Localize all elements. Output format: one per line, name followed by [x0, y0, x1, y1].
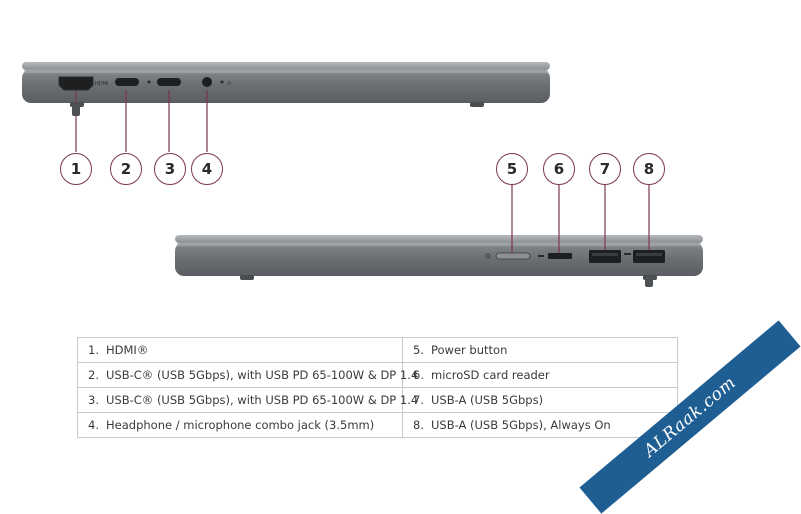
callout-7: 7 — [589, 153, 621, 185]
callout-3: 3 — [154, 153, 186, 185]
port-label: USB-C® (USB 5Gbps), with USB PD 65-100W … — [106, 368, 419, 382]
port-label: microSD card reader — [431, 368, 550, 382]
callout-1: 1 — [60, 153, 92, 185]
table-cell: 4.Headphone / microphone combo jack (3.5… — [77, 412, 403, 438]
port-label: USB-C® (USB 5Gbps), with USB PD 65-100W … — [106, 393, 419, 407]
laptop-side-views: HDMI ∩ — [22, 62, 703, 287]
table-row: 4.Headphone / microphone combo jack (3.5… — [77, 412, 678, 438]
usb-a-port-1 — [589, 250, 621, 263]
port-label: USB-A (USB 5Gbps), Always On — [431, 418, 611, 432]
base-shell — [175, 242, 703, 276]
lid-edge — [22, 62, 550, 70]
table-cell: 8.USB-A (USB 5Gbps), Always On — [402, 412, 678, 438]
callout-6: 6 — [543, 153, 575, 185]
table-row: 3.USB-C® (USB 5Gbps), with USB PD 65-100… — [77, 387, 678, 413]
microsd-slot — [548, 253, 572, 259]
hdmi-marking: HDMI — [95, 81, 108, 87]
callout-5: 5 — [496, 153, 528, 185]
callout-2: 2 — [110, 153, 142, 185]
audio-jack — [202, 77, 212, 87]
callout-4: 4 — [191, 153, 223, 185]
port-label: Power button — [431, 343, 508, 357]
table-cell: 7.USB-A (USB 5Gbps) — [402, 387, 678, 413]
usb-a-port-2 — [633, 250, 665, 263]
laptop-right-side — [175, 235, 703, 280]
table-cell: 5.Power button — [402, 337, 678, 363]
port-label: USB-A (USB 5Gbps) — [431, 393, 544, 407]
foot — [470, 102, 484, 107]
laptop-left-side: HDMI ∩ — [22, 62, 550, 107]
callout-8: 8 — [633, 153, 665, 185]
lid-edge — [175, 235, 703, 243]
port-label: HDMI® — [106, 343, 149, 357]
table-cell: 1.HDMI® — [77, 337, 403, 363]
table-row: 2.USB-C® (USB 5Gbps), with USB PD 65-100… — [77, 362, 678, 388]
leader-lines-left — [75, 90, 208, 152]
svg-text:∩: ∩ — [227, 80, 231, 87]
usb-c-port-2 — [157, 78, 181, 86]
power-button — [495, 252, 531, 260]
usb-c-port-1 — [115, 78, 139, 86]
table-row: 1.HDMI® 5.Power button — [77, 337, 678, 363]
table-cell: 2.USB-C® (USB 5Gbps), with USB PD 65-100… — [77, 362, 418, 388]
ports-legend-table: 1.HDMI® 5.Power button 2.USB-C® (USB 5Gb… — [77, 337, 678, 438]
base-shell — [22, 69, 550, 103]
leader-lines-right — [511, 185, 650, 253]
table-cell: 3.USB-C® (USB 5Gbps), with USB PD 65-100… — [77, 387, 418, 413]
port-label: Headphone / microphone combo jack (3.5mm… — [106, 418, 375, 432]
hdmi-port — [58, 76, 94, 91]
table-cell: 6.microSD card reader — [402, 362, 678, 388]
